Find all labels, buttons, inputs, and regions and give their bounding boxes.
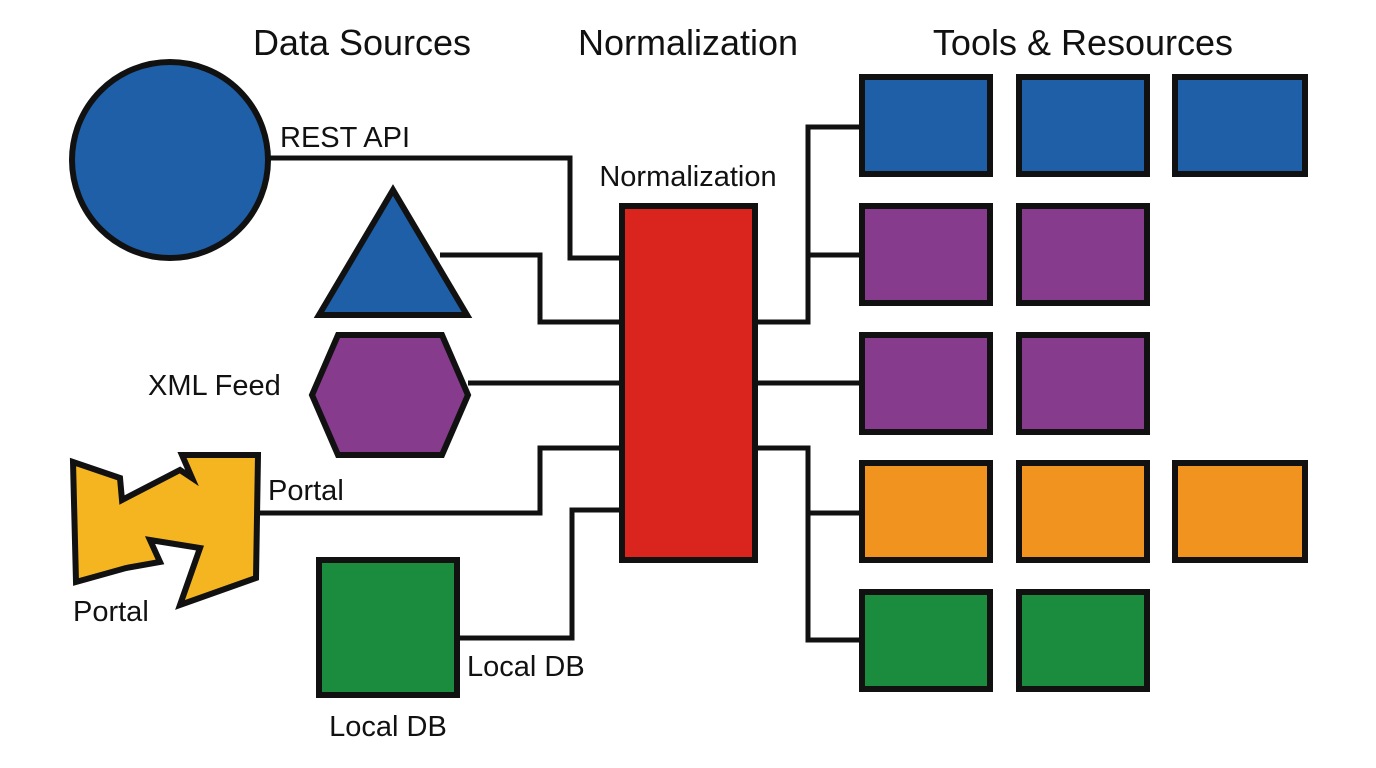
header-normalization: Normalization [578,22,798,63]
label-portal-connector: Portal [268,475,344,507]
tool-box-purple-1 [859,203,993,306]
connector-local-db [457,507,622,641]
tool-box-orange-1 [859,460,993,563]
header-tools-resources: Tools & Resources [933,22,1233,63]
connector-tools-row-4-5 [755,445,862,643]
tool-box-orange-3 [1172,460,1308,563]
label-portal-source: Portal [73,596,149,628]
triangle-source [313,184,473,318]
local-db-source-square [316,557,460,698]
tool-box-purple-3 [859,332,993,435]
label-xml-feed: XML Feed [148,370,281,402]
tool-box-blue-1 [859,74,993,177]
rest-api-source-circle [69,59,271,261]
label-rest-api: REST API [280,122,410,154]
tool-box-green-1 [859,589,993,692]
connector-tools-row-1 [755,124,862,325]
tool-box-purple-2 [1016,203,1150,306]
tool-box-orange-2 [1016,460,1150,563]
connector-triangle [440,252,622,325]
tool-box-blue-2 [1016,74,1150,177]
normalization-block [619,203,758,563]
tool-box-green-2 [1016,589,1150,692]
tool-box-blue-3 [1172,74,1308,177]
tool-box-purple-4 [1016,332,1150,435]
xml-feed-source-hexagon [308,332,472,458]
label-local-db-connector: Local DB [467,651,585,683]
label-local-db-source: Local DB [329,711,447,743]
portal-source-shape [69,452,262,610]
label-normalization-block: Normalization [599,161,776,193]
connector-rest-api [268,155,622,261]
connector-portal [258,445,622,516]
header-data-sources: Data Sources [253,22,471,63]
